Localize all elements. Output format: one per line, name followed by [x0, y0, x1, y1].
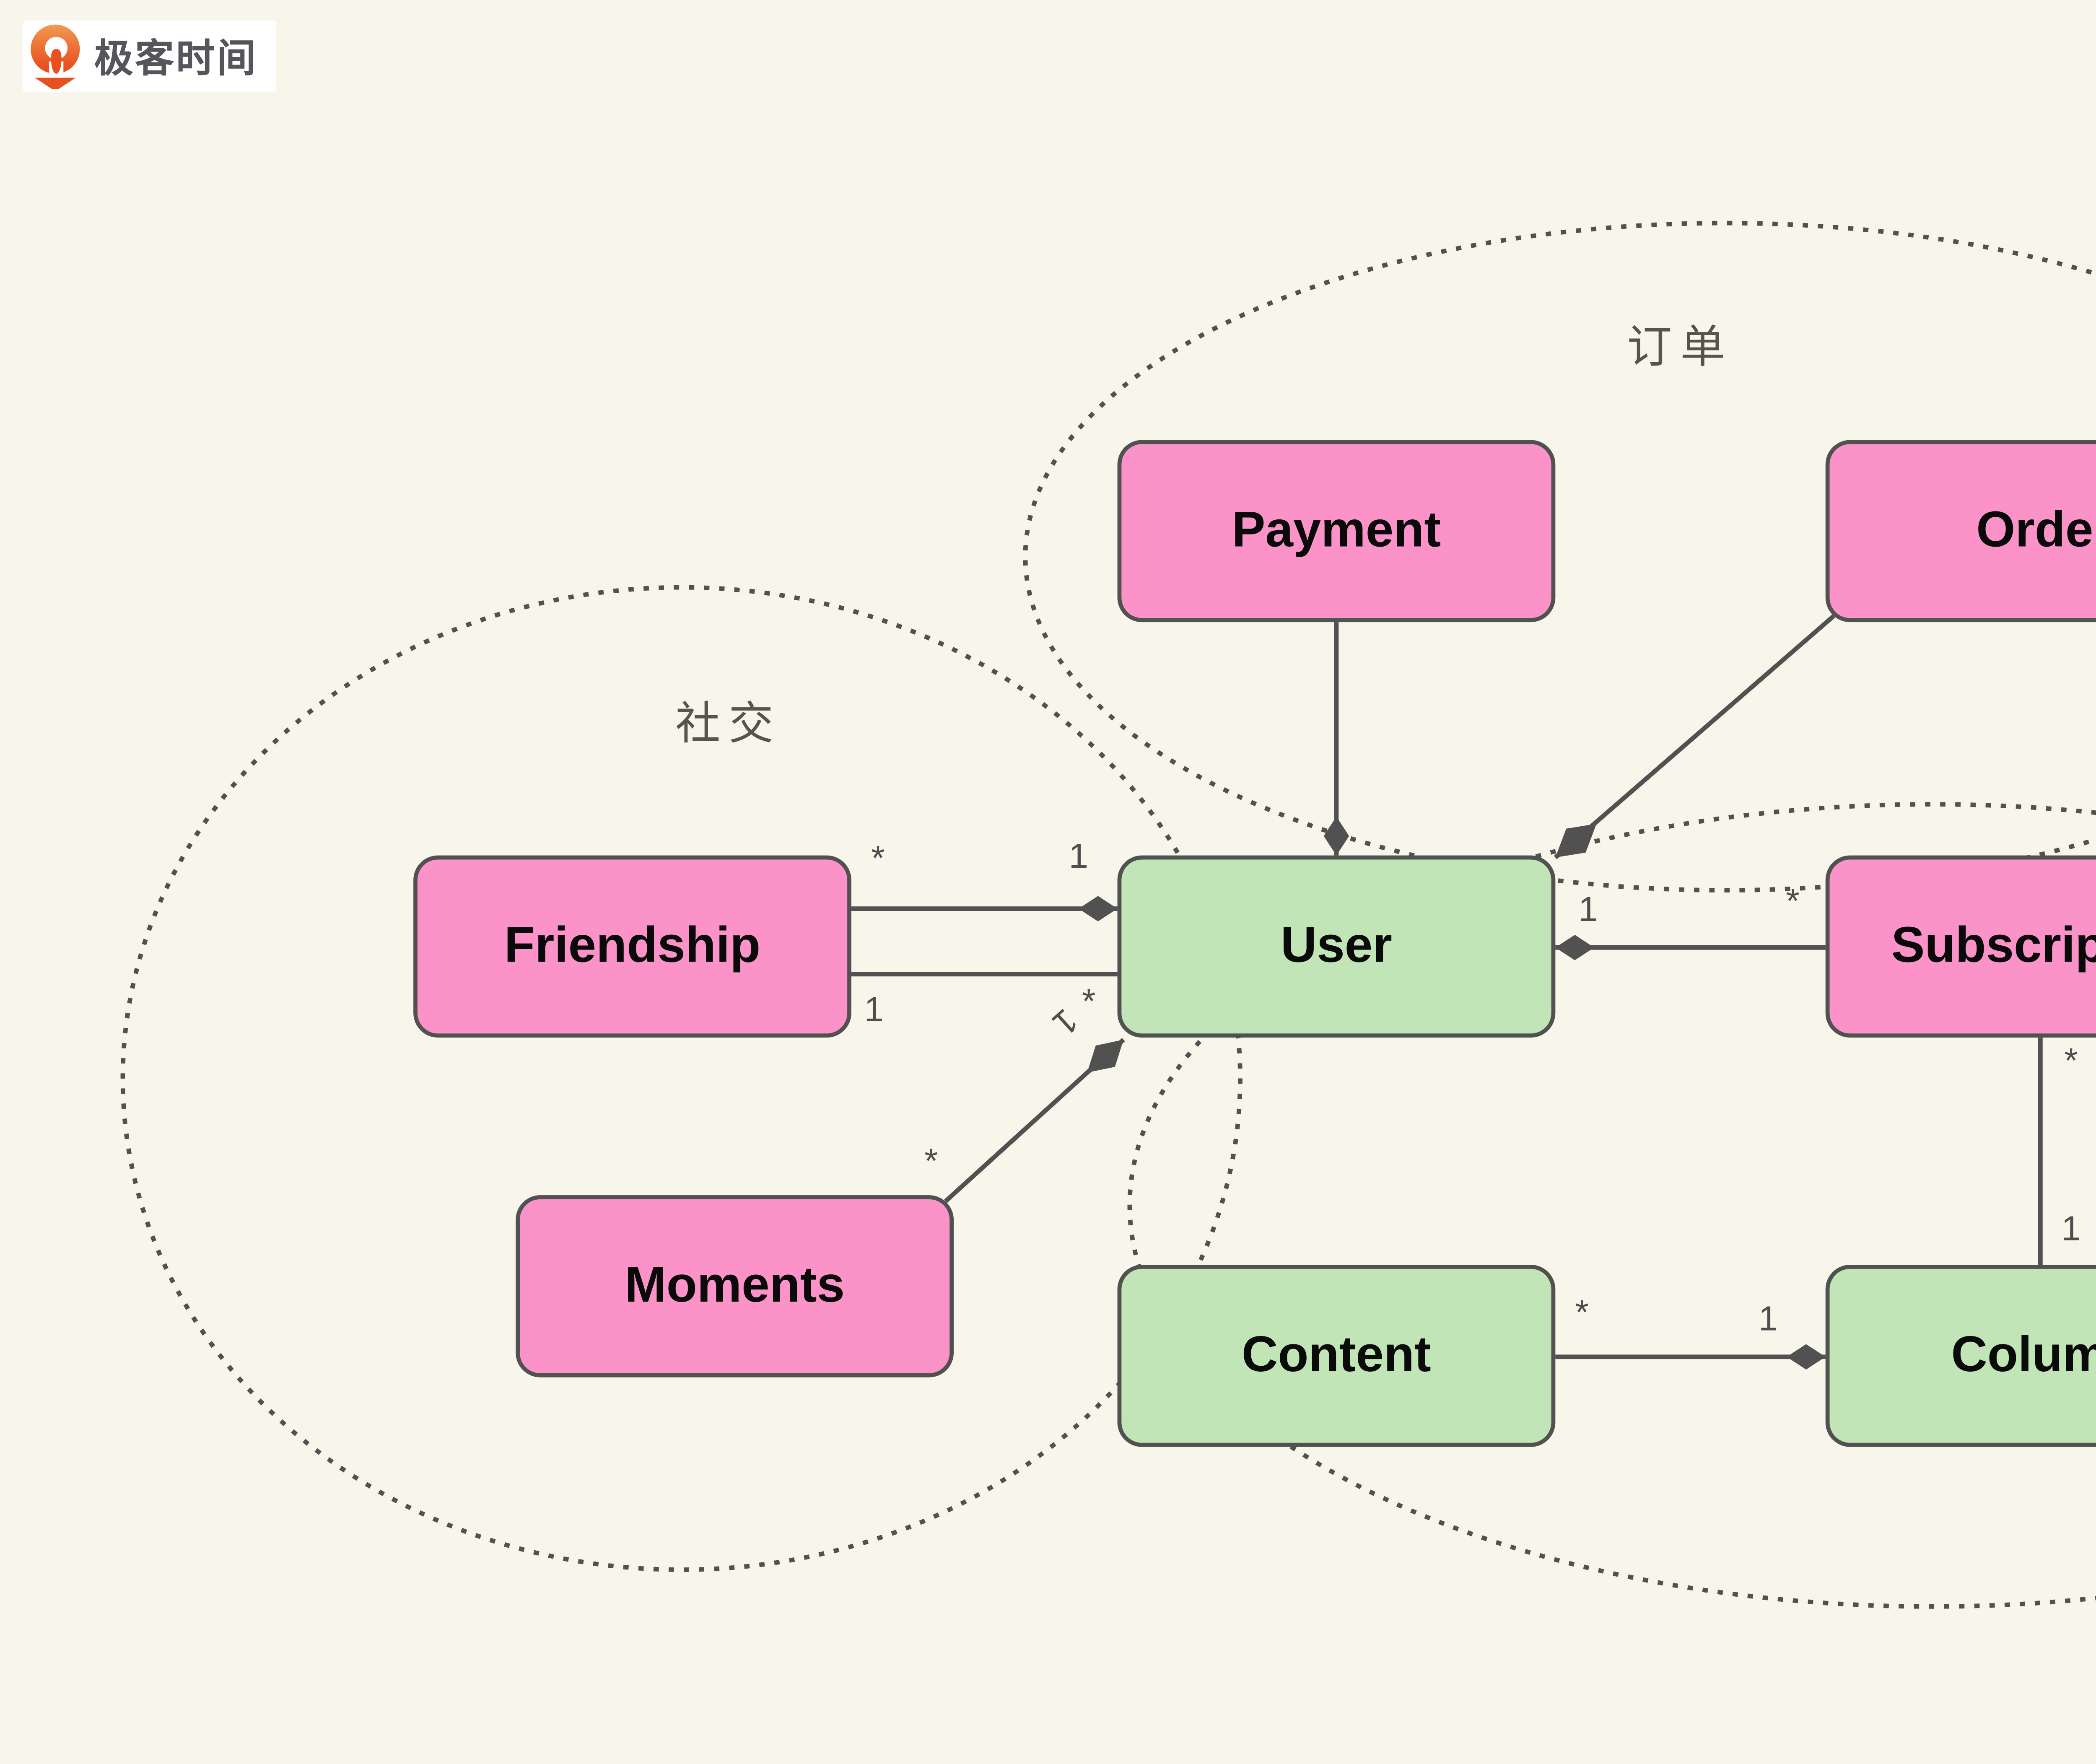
entity-box-content: Content: [1117, 1265, 1556, 1447]
domain-label-order: 订单: [1627, 323, 1734, 375]
multiplicity-moments-user-target-star: *: [1082, 982, 1096, 1022]
connector-order-user: [1554, 614, 1835, 859]
composition-diamond-icon-payment-user: [1323, 816, 1349, 856]
entity-box-order: Order: [1825, 440, 2096, 623]
multiplicity-friendship-user-target: 1: [1069, 837, 1088, 876]
domain-ellipse-subscription: [1128, 802, 2096, 1609]
logo-card: 极客时间: [22, 20, 277, 92]
multiplicity-friendship-user2-source: 1: [864, 990, 884, 1030]
multiplicity-content-column-source: *: [1575, 1293, 1589, 1333]
domain-ellipse-social: [120, 585, 1243, 1572]
entity-box-payment: Payment: [1117, 440, 1556, 623]
composition-diamond-icon-content-column: [1786, 1344, 1826, 1370]
multiplicity-user-subscription-sub-side: *: [1786, 882, 1800, 921]
multiplicity-moments-user-source: *: [924, 1142, 938, 1181]
composition-diamond-icon-user-subscription: [1555, 935, 1595, 960]
multiplicity-friendship-user-source: *: [871, 839, 885, 878]
entity-box-column: Column: [1825, 1265, 2096, 1447]
domain-label-social: 社交: [675, 700, 782, 751]
domain-ellipse-order: [1023, 221, 2096, 892]
brand-text: 极客时间: [94, 39, 258, 82]
multiplicity-subscription-column-col-side: 1: [2061, 1209, 2081, 1249]
composition-diamond-icon-friendship-user: [1078, 896, 1118, 921]
multiplicity-subscription-column-sub-side: *: [2064, 1041, 2078, 1081]
entity-box-user: User: [1117, 855, 1556, 1038]
composition-diamond-icon-order-user: [1555, 824, 1597, 858]
composition-diamond-icon-moments-user: [1087, 1040, 1124, 1073]
multiplicity-content-column-target: 1: [1758, 1300, 1778, 1339]
multiplicity-user-subscription-user-side: 1: [1578, 890, 1598, 929]
geektime-pin-icon: [29, 24, 82, 89]
entity-box-friendship: Friendship: [413, 855, 851, 1038]
entity-box-moments: Moments: [516, 1195, 954, 1377]
entity-box-subscription: Subscription: [1825, 855, 2096, 1038]
